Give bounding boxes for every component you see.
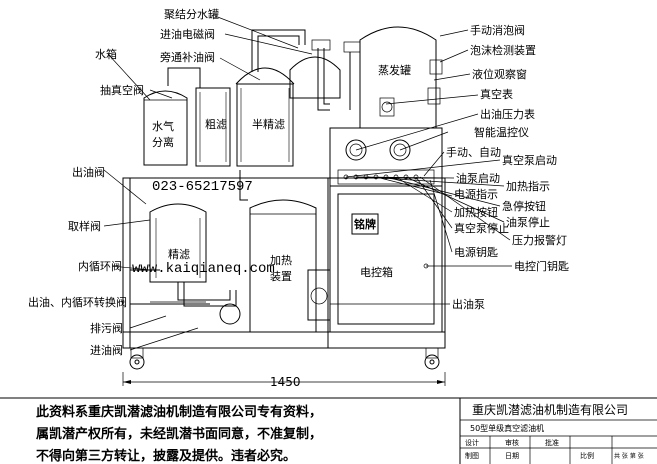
notice-line-2: 属凯潜产权所有，未经凯潜书面同意，不准复制， <box>36 426 322 442</box>
label-circulation-valve: 内循环阀 <box>78 259 122 273</box>
label-fine-filter: 精滤 <box>168 248 190 261</box>
label-heater-1: 加热 <box>270 254 292 267</box>
heater <box>249 199 317 333</box>
tb-design: 设计 <box>465 438 479 447</box>
label-inlet-solenoid: 进油电磁阀 <box>160 27 215 41</box>
phone-number: 023-65217597 <box>152 179 253 195</box>
label-oil-pump-stop: 油泵停止 <box>506 215 550 229</box>
labels: 聚结分水罐 进油电磁阀 旁通补油阀 水箱 抽真空阀 出油阀 取样阀 内循环阀 出… <box>28 8 569 389</box>
label-water-vapor-sep-1: 水气 <box>152 119 174 133</box>
footer: 此资料系重庆凯潜滤油机制造有限公司专有资料， 属凯潜产权所有，未经凯潜书面同意，… <box>0 397 657 464</box>
label-manual-auto: 手动、自动 <box>446 145 501 159</box>
label-manual-defoam: 手动消泡阀 <box>470 23 525 37</box>
label-cabinet: 电控箱 <box>360 265 393 279</box>
website: www.kaiqianeq.com <box>132 261 275 277</box>
tb-check: 审核 <box>505 438 519 447</box>
label-vacuum-valve: 抽真空阀 <box>100 83 144 97</box>
label-level-window: 液位观察窗 <box>472 67 527 81</box>
tb-drawing: 制图 <box>465 451 479 460</box>
dimension-1450 <box>122 372 446 386</box>
label-sampling-valve: 取样阀 <box>68 219 101 233</box>
label-power-key: 电源钥匙 <box>454 245 498 259</box>
label-outlet-pump: 出油泵 <box>452 297 485 311</box>
label-temp-controller: 智能温控仪 <box>474 125 529 139</box>
label-outlet-circ-switch-valve: 出油、内循环转换阀 <box>28 295 127 309</box>
label-coarse-filter: 粗滤 <box>205 118 227 131</box>
label-heater-2: 装置 <box>270 270 292 283</box>
label-oil-inlet-valve: 进油阀 <box>90 343 123 357</box>
label-drain-valve: 排污阀 <box>90 321 123 335</box>
label-bypass-valve: 旁通补油阀 <box>160 50 215 64</box>
semi-fine-filter <box>236 83 294 167</box>
dimension-value: 1450 <box>270 375 301 389</box>
tb-date: 日期 <box>505 452 519 460</box>
label-water-tank: 水箱 <box>95 47 117 61</box>
tb-scale: 比例 <box>580 451 594 460</box>
label-evaporator: 蒸发罐 <box>378 63 411 77</box>
label-power-indicator: 电源指示 <box>454 187 498 201</box>
evaporator <box>359 26 443 129</box>
leader-lines <box>103 15 512 351</box>
label-cabinet-key: 电控门钥匙 <box>514 259 569 273</box>
label-coalescing-tank: 聚结分水罐 <box>164 8 219 21</box>
label-vacuum-gauge: 真空表 <box>480 87 513 101</box>
label-semi-fine-filter: 半精滤 <box>252 117 285 131</box>
top-pipes <box>167 29 361 111</box>
label-heat-indicator: 加热指示 <box>506 179 550 193</box>
label-nameplate: 铭牌 <box>354 217 376 231</box>
label-vac-pump-stop: 真空泵停止 <box>454 221 509 235</box>
label-foam-detector: 泡沫检测装置 <box>470 43 536 57</box>
label-emergency-button: 急停按钮 <box>502 199 546 213</box>
tb-approve: 批准 <box>545 438 559 447</box>
electric-cabinet <box>329 185 443 333</box>
lower-pipes <box>130 170 331 325</box>
tb-sheet: 共 张 第 张 <box>614 452 644 460</box>
label-vac-pump-start: 真空泵启动 <box>502 153 557 167</box>
water-vapor-separator <box>143 90 188 166</box>
notice-line-3: 不得向第三方转让，披露及提供。违者必究。 <box>36 448 296 464</box>
label-water-vapor-sep-2: 分离 <box>152 135 174 149</box>
label-oil-pump-start: 油泵启动 <box>456 171 500 185</box>
notice-line-1: 此资料系重庆凯潜滤油机制造有限公司专有资料， <box>36 404 322 420</box>
model-name: 50型单级真空滤油机 <box>470 423 544 433</box>
label-oil-outlet-valve: 出油阀 <box>72 165 105 179</box>
company-name: 重庆凯潜滤油机制造有限公司 <box>472 403 628 417</box>
label-pressure-alarm: 压力报警灯 <box>512 233 567 247</box>
wheels <box>129 347 440 370</box>
coalescing-tank <box>235 56 341 99</box>
fine-filter <box>149 203 207 283</box>
label-heat-button: 加热按钮 <box>454 205 498 219</box>
label-outlet-pressure-gauge: 出油压力表 <box>480 107 535 121</box>
coarse-filter <box>195 87 231 167</box>
